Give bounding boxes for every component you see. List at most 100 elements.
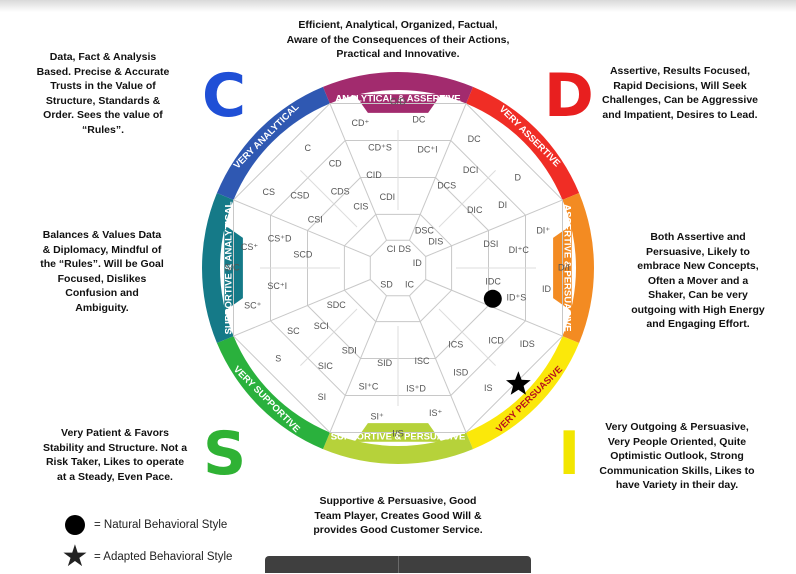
sector-label-c-0-0: CS⁺: [241, 242, 259, 252]
sector-label-s-1-1: SIC: [318, 361, 334, 371]
center-label-4: SD: [380, 279, 393, 289]
desc-supportive-analytical: Balances & Values Data& Diplomacy, Mindf…: [40, 229, 164, 314]
sector-label-s-2-2: SCI: [314, 321, 329, 331]
sector-label-s-3-1: SC⁺I: [267, 281, 287, 291]
axis-label-0: C/D: [390, 97, 407, 108]
sector-label-i-3-1: IS⁺D: [406, 384, 426, 394]
sector-label-i-0-0: ID: [542, 284, 552, 294]
grid-spoke-6: [233, 199, 371, 257]
sector-label-s-0-1: SI⁺C: [359, 381, 379, 391]
sector-label-c-1-0: CS: [263, 187, 276, 197]
sector-label-i-1-1: ICD: [488, 336, 504, 346]
sector-label-i-0-2: IDC: [485, 276, 501, 286]
ring-segment-analytical-assertive: [322, 71, 474, 104]
sector-label-i-2-1: ISD: [453, 368, 469, 378]
grid-subspoke-5: [300, 308, 358, 366]
grid-subspoke-3: [438, 308, 496, 366]
sector-label-d-1-1: DCI: [463, 165, 479, 175]
sector-label-s-1-2: SDI: [342, 346, 357, 356]
axis-label-3: S/C: [224, 263, 240, 274]
natural-style-marker: [483, 289, 502, 308]
ring-segment-supportive-analytical: [202, 192, 234, 344]
tab-label-analytical-assertive: ANALYTICAL & ASSERTIVE: [335, 94, 460, 105]
axis-label-2: I/S: [392, 429, 404, 440]
sector-label-d-3-2: DSI: [483, 239, 498, 249]
sector-label-i-2-2: ICS: [448, 340, 463, 350]
letter-d: D: [544, 61, 594, 131]
legend-natural: = Natural Behavioral Style: [62, 513, 227, 537]
sector-label-i-1-0: IDS: [520, 339, 535, 349]
sector-label-c-2-0: C: [304, 143, 311, 153]
letter-i: I: [558, 419, 581, 489]
center-label-3: IC: [405, 279, 415, 289]
sector-label-c-3-2: CID: [366, 170, 382, 180]
axis-label-1: D/I: [558, 263, 570, 274]
bottom-toolbar: [265, 556, 531, 573]
ring-segment-very-assertive: [466, 86, 580, 200]
sector-label-i-0-1: ID⁺S: [507, 293, 527, 303]
toolbar-segment-right[interactable]: [397, 556, 532, 573]
grid-spoke-5: [233, 279, 371, 337]
grid-spoke-4: [329, 295, 387, 433]
letter-s: S: [203, 419, 247, 489]
sector-label-d-2-2: DIC: [467, 205, 483, 215]
sector-label-i-2-0: IS: [484, 383, 493, 393]
grid-spoke-1: [425, 199, 563, 257]
sector-label-s-2-3: SDC: [327, 300, 347, 310]
natural-style-dot-icon: [65, 515, 85, 535]
grid-spoke-2: [425, 279, 563, 337]
sector-label-d-2-0: D: [515, 173, 522, 183]
center-label-2: ID: [413, 258, 423, 268]
desc-d: Assertive, Results Focused,Rapid Decisio…: [602, 65, 758, 121]
letter-c: C: [202, 61, 247, 131]
tab-label-supportive-persuasive: SUPPORTIVE & PERSUASIVE: [331, 432, 466, 443]
sector-label-c-2-1: CD: [329, 158, 342, 168]
grid-spoke-7: [329, 103, 387, 241]
tab-label-supportive-analytical: SUPPORTIVE & ANALYTICAL: [224, 201, 235, 334]
sector-label-c-2-3: CIS: [353, 201, 368, 211]
tab-label-assertive-persuasive: ASSERTIVE & PERSUASIVE: [562, 204, 573, 331]
sector-label-c-0-2: SCD: [293, 250, 313, 260]
desc-analytical-assertive: Efficient, Analytical, Organized, Factua…: [286, 19, 510, 60]
sector-label-c-2-2: CDS: [331, 186, 350, 196]
adapted-style-marker: [506, 371, 531, 395]
sector-label-c-3-0: CD⁺: [352, 118, 370, 128]
ring-segment-supportive-persuasive: [322, 432, 474, 464]
adapted-style-star-icon: ★: [61, 539, 89, 574]
center-label-0: CI: [387, 244, 396, 254]
sector-label-s-0-2: SID: [377, 358, 393, 368]
sector-label-i-3-0: IS⁺: [429, 408, 443, 418]
sector-label-s-1-0: SI: [318, 392, 327, 402]
sector-label-c-3-1: CD⁺S: [368, 142, 392, 152]
sector-label-d-1-0: DC: [468, 134, 481, 144]
sector-label-c-1-1: CSD: [290, 190, 310, 200]
desc-i: Very Outgoing & Persuasive,Very People O…: [599, 421, 755, 491]
sector-label-c-0-1: CS⁺D: [268, 234, 292, 244]
center-label-6: DSC: [415, 225, 435, 235]
sector-label-s-0-0: SI⁺: [370, 412, 384, 422]
center-label-5: DIS: [428, 237, 443, 247]
grid-subspoke-1: [438, 170, 496, 228]
grid-spoke-0: [409, 103, 467, 241]
sector-label-c-3-3: CDI: [380, 192, 396, 202]
sector-label-s-3-0: SC⁺: [244, 301, 262, 311]
sector-label-i-3-2: ISC: [414, 356, 430, 366]
sector-label-s-2-0: S: [275, 353, 281, 363]
grid-spoke-3: [409, 295, 467, 433]
center-label-1: DS: [399, 244, 412, 254]
sector-label-d-3-1: DI⁺C: [509, 245, 530, 255]
toolbar-segment-left[interactable]: [265, 556, 398, 573]
sector-label-d-0-1: DC⁺I: [417, 145, 437, 155]
ring-segment-very-analytical: [216, 86, 330, 200]
ring-segment-very-supportive: [216, 336, 330, 450]
sector-label-d-2-1: DI: [498, 200, 507, 210]
sector-label-d-3-0: DI⁺: [536, 225, 550, 235]
top-fade-bar: [0, 0, 796, 12]
sector-label-s-2-1: SC: [287, 326, 300, 336]
ring-segment-assertive-persuasive: [562, 192, 594, 344]
grid-subspoke-7: [300, 170, 358, 228]
